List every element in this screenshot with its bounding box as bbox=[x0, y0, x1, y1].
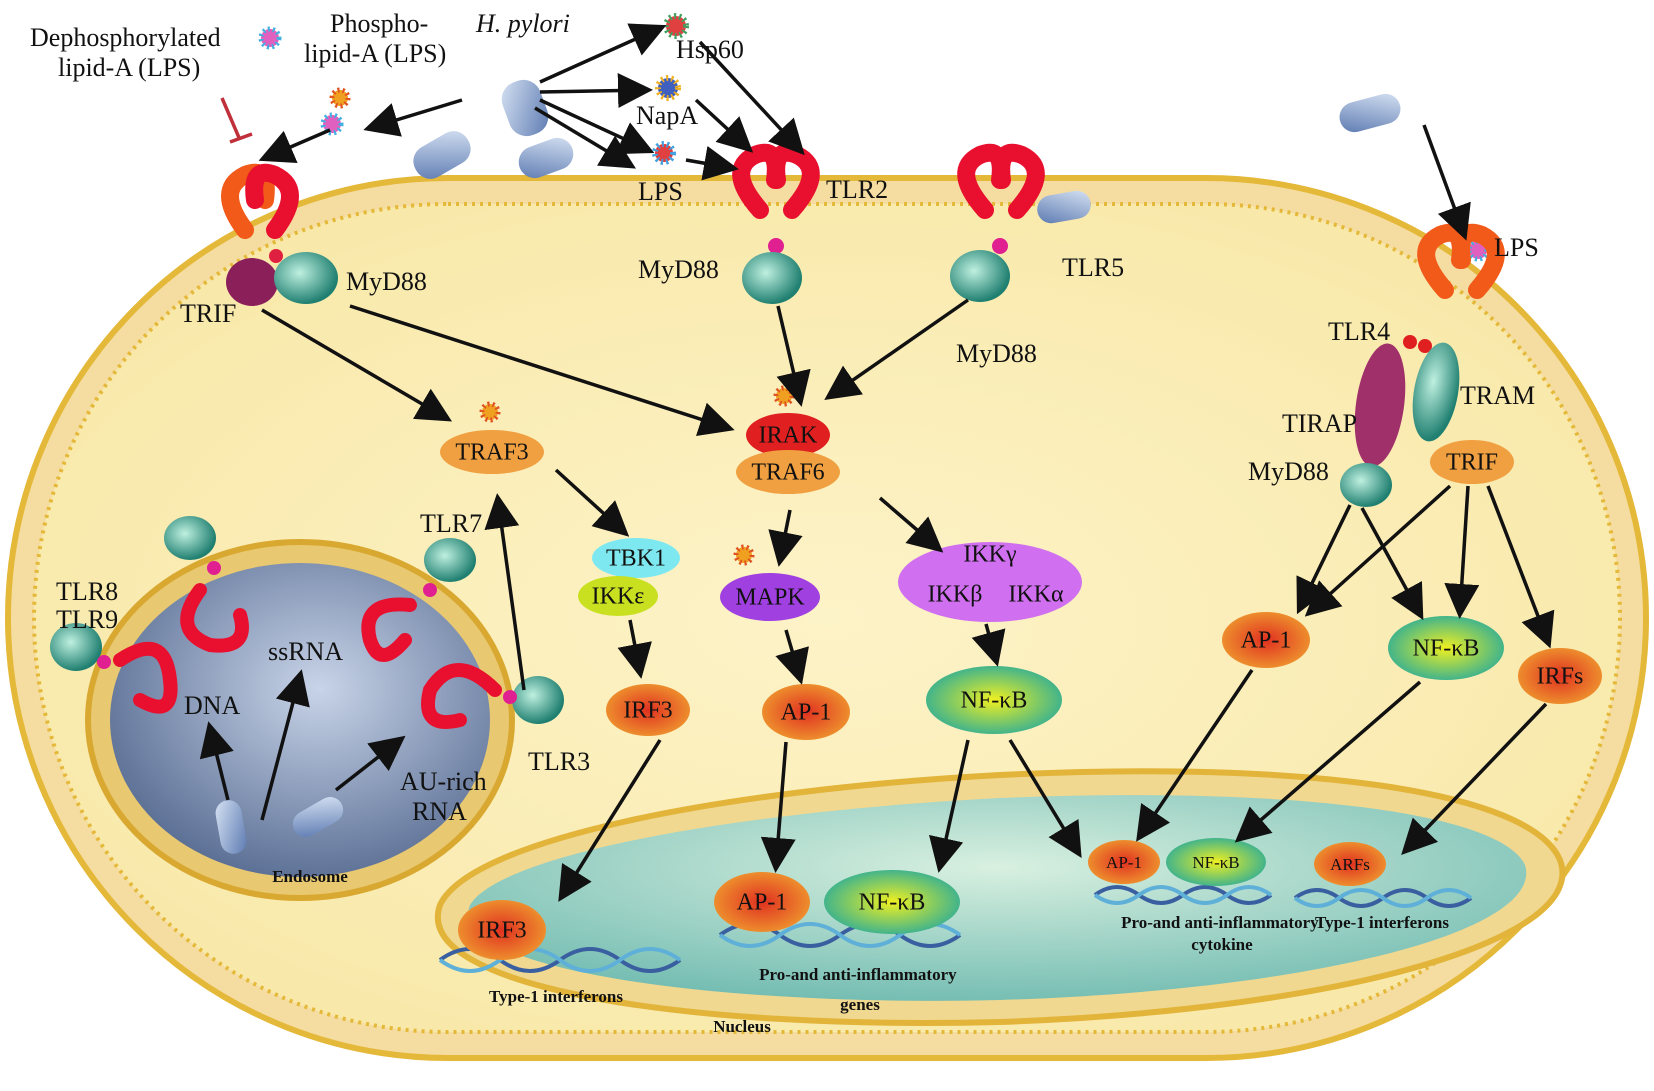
ssrna-label: ssRNA bbox=[268, 637, 343, 666]
pro-anti-cytokine-line-1: Pro-and anti-inflammatory bbox=[1121, 913, 1319, 932]
phospho-lipid-line-1: Phospho- bbox=[330, 9, 428, 38]
napa-label: NapA bbox=[636, 101, 698, 130]
pro-anti-genes-label: Pro-and anti-inflammatory genes bbox=[759, 965, 961, 1014]
au-rich-line-2: RNA bbox=[412, 797, 467, 826]
pro-anti-cytokine-line-2: cytokine bbox=[1191, 935, 1253, 954]
tlr9-label: TLR9 bbox=[56, 605, 118, 634]
ikka-label: IKKα bbox=[1008, 582, 1064, 608]
tlr5-label: TLR5 bbox=[1062, 253, 1124, 282]
node-irf3-nuc: IRF3 bbox=[458, 900, 546, 960]
arrows bbox=[199, 23, 1555, 902]
dna-helix-right1 bbox=[1093, 885, 1273, 905]
lps-right-label: LPS bbox=[1494, 233, 1539, 262]
dephos-lipid-label: Dephosphorylated lipid-A (LPS) bbox=[30, 23, 227, 82]
arfs-nuc-label: ARFs bbox=[1330, 855, 1370, 874]
h-pylori-label: H. pylori bbox=[475, 9, 570, 38]
node-nfkb-nuc: NF-κB bbox=[824, 870, 960, 934]
pro-anti-cytokine-label: Pro-and anti-inflammatory cytokine bbox=[1121, 913, 1323, 954]
myd88-tlr2-label: MyD88 bbox=[638, 255, 719, 284]
node-ap1-nuc: AP-1 bbox=[714, 872, 810, 932]
trif-left-label: TRIF bbox=[180, 299, 236, 328]
node-ikke: IKKε bbox=[578, 576, 658, 616]
node-mapk: MAPK bbox=[720, 573, 820, 621]
phospho-lipid-label: Phospho- lipid-A (LPS) bbox=[304, 9, 446, 68]
node-trif-right: TRIF bbox=[1430, 440, 1514, 484]
phospho-lipid-line-2: lipid-A (LPS) bbox=[304, 39, 446, 68]
type1-ifn-left-label: Type-1 interferons bbox=[489, 987, 623, 1006]
node-ap1-right: AP-1 bbox=[1222, 612, 1310, 668]
nfkb-nuc-label: NF-κB bbox=[859, 890, 926, 916]
dna-helix-right2 bbox=[1293, 888, 1473, 908]
receptor-tlr-left bbox=[221, 163, 338, 306]
au-rich-line-1: AU-rich bbox=[400, 767, 487, 796]
nucleus-label: Nucleus bbox=[713, 1017, 771, 1036]
ikke-label: IKKε bbox=[592, 584, 645, 610]
node-irak: IRAK bbox=[746, 413, 830, 457]
node-nfkb-nuc-right: NF-κB bbox=[1166, 838, 1266, 886]
tirap-label: TIRAP bbox=[1282, 409, 1357, 438]
node-nfkb-cyto: NF-κB bbox=[926, 666, 1062, 734]
nfkb-cyto-label: NF-κB bbox=[961, 688, 1028, 714]
ikkb-label: IKKβ bbox=[928, 582, 983, 608]
trif-right-node-label: TRIF bbox=[1446, 450, 1498, 476]
traf6-label: TRAF6 bbox=[751, 460, 824, 486]
endosome-label: Endosome bbox=[272, 867, 348, 886]
node-irf3-cyto: IRF3 bbox=[606, 684, 690, 736]
node-ap1-nuc-right: AP-1 bbox=[1088, 840, 1160, 884]
tram-label: TRAM bbox=[1460, 381, 1535, 410]
node-traf6: TRAF6 bbox=[736, 450, 840, 494]
ap1-right-label: AP-1 bbox=[1241, 628, 1292, 654]
tbk1-label: TBK1 bbox=[606, 546, 666, 572]
node-traf3: TRAF3 bbox=[440, 430, 544, 474]
receptor-top-endosome bbox=[164, 516, 249, 653]
nfkb-right-label: NF-κB bbox=[1413, 636, 1480, 662]
lps-top-label: LPS bbox=[638, 177, 683, 206]
mapk-label: MAPK bbox=[735, 585, 805, 611]
tlr7-label: TLR7 bbox=[420, 509, 482, 538]
ikkg-label: IKKγ bbox=[963, 542, 1017, 568]
ap1-cyto-label: AP-1 bbox=[781, 700, 832, 726]
nfkb-nuc-right-label: NF-κB bbox=[1192, 853, 1239, 872]
node-nfkb-right: NF-κB bbox=[1388, 616, 1504, 680]
tlr4-label: TLR4 bbox=[1328, 317, 1390, 346]
node-irfs-right: IRFs bbox=[1518, 648, 1602, 704]
bacteria-icon bbox=[215, 79, 1401, 854]
node-ikk-complex: IKKγ IKKβ IKKα bbox=[898, 542, 1082, 622]
irfs-right-label: IRFs bbox=[1537, 664, 1584, 690]
nucleus bbox=[434, 768, 1566, 1026]
tlr2-label: TLR2 bbox=[826, 175, 888, 204]
dephos-lipid-line-1: Dephosphorylated bbox=[30, 23, 221, 52]
pro-anti-genes-line-1: Pro-and anti-inflammatory bbox=[759, 965, 957, 984]
tlr3-label: TLR3 bbox=[528, 747, 590, 776]
pro-anti-genes-line-2: genes bbox=[840, 995, 880, 1014]
node-arfs-nuc: ARFs bbox=[1314, 842, 1386, 886]
irf3-cyto-label: IRF3 bbox=[623, 698, 672, 724]
node-tbk1: TBK1 bbox=[592, 538, 680, 578]
node-ap1-cyto: AP-1 bbox=[762, 684, 850, 740]
receptor-tlr7 bbox=[361, 538, 476, 662]
text-labels: H. pylori Dephosphorylated lipid-A (LPS)… bbox=[30, 9, 1539, 1036]
dna-label: DNA bbox=[184, 691, 241, 720]
hsp60-label: Hsp60 bbox=[676, 35, 744, 64]
myd88-tlr5-label: MyD88 bbox=[956, 339, 1037, 368]
receptor-tlr5 bbox=[950, 143, 1045, 302]
traf3-label: TRAF3 bbox=[455, 440, 528, 466]
irf3-nuc-label: IRF3 bbox=[477, 918, 526, 944]
ap1-nuc-label: AP-1 bbox=[737, 890, 788, 916]
myd88-left-label: MyD88 bbox=[346, 267, 427, 296]
myd88-right-label: MyD88 bbox=[1248, 457, 1329, 486]
irak-label: IRAK bbox=[759, 423, 818, 449]
ap1-nuc-right-label: AP-1 bbox=[1106, 853, 1142, 872]
receptor-tlr8-9 bbox=[50, 623, 178, 714]
nucleus-interior bbox=[468, 795, 1527, 1001]
au-rich-label: AU-rich RNA bbox=[400, 767, 493, 826]
tlr8-label: TLR8 bbox=[56, 577, 118, 606]
type1-ifn-right-label: Type-1 interferons bbox=[1315, 913, 1449, 932]
dephos-lipid-line-2: lipid-A (LPS) bbox=[58, 53, 200, 82]
